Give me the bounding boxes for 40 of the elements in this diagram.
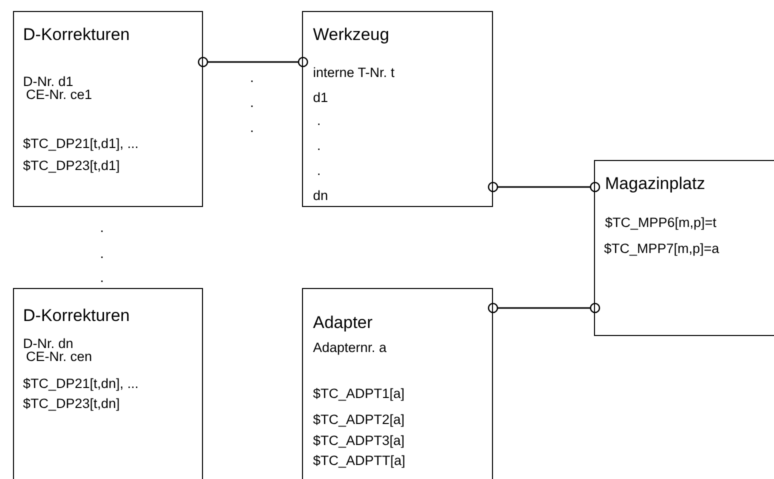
entity-field: interne T-Nr. t — [313, 66, 395, 80]
entity-field: . — [317, 164, 321, 178]
entity-field: . — [317, 139, 321, 152]
entity-field: . — [317, 114, 321, 128]
connector-line — [488, 182, 600, 192]
ellipsis-dot: . — [100, 270, 104, 284]
entity-title: Magazinplatz — [605, 175, 706, 192]
entity-field: CE-Nr. cen — [26, 350, 92, 364]
entity-field: D-Nr. dn — [23, 337, 74, 350]
ellipsis-dot: . — [100, 246, 104, 260]
entity-field: D-Nr. d1 — [23, 75, 74, 88]
connector-line — [198, 56, 308, 68]
entity-field: $TC_DP23[t,dn] — [23, 397, 120, 410]
ellipsis-dot: . — [100, 220, 104, 234]
ellipsis-dot: . — [250, 120, 254, 134]
entity-field: $TC_MPP6[m,p]=t — [605, 216, 716, 230]
entity-field: d1 — [313, 91, 328, 104]
ellipsis-dot: . — [250, 95, 254, 109]
entity-field: dn — [313, 189, 328, 202]
entity-title: Adapter — [313, 314, 373, 331]
entity-box — [302, 11, 493, 207]
entity-field: $TC_DP21[t,d1], ... — [23, 137, 139, 150]
entity-field: $TC_ADPTT[a] — [313, 454, 406, 468]
entity-field: $TC_ADPT3[a] — [313, 434, 405, 448]
entity-field: $TC_ADPT1[a] — [313, 387, 405, 400]
entity-title: D-Korrekturen — [23, 26, 130, 43]
entity-field: $TC_ADPT2[a] — [313, 413, 405, 426]
entity-field: $TC_MPP7[m,p]=a — [604, 242, 720, 256]
entity-box — [13, 11, 203, 207]
entity-box — [302, 288, 493, 479]
connector-line — [488, 302, 600, 314]
entity-box — [13, 288, 203, 479]
ellipsis-dot: . — [250, 70, 254, 84]
entity-field: Adapternr. a — [313, 341, 387, 354]
entity-title: Werkzeug — [313, 26, 390, 43]
entity-field: $TC_DP23[t,d1] — [23, 159, 120, 172]
entity-box — [594, 160, 774, 336]
entity-title: D-Korrekturen — [23, 307, 130, 324]
entity-field: CE-Nr. ce1 — [26, 88, 92, 102]
entity-field: $TC_DP21[t,dn], ... — [23, 377, 139, 390]
